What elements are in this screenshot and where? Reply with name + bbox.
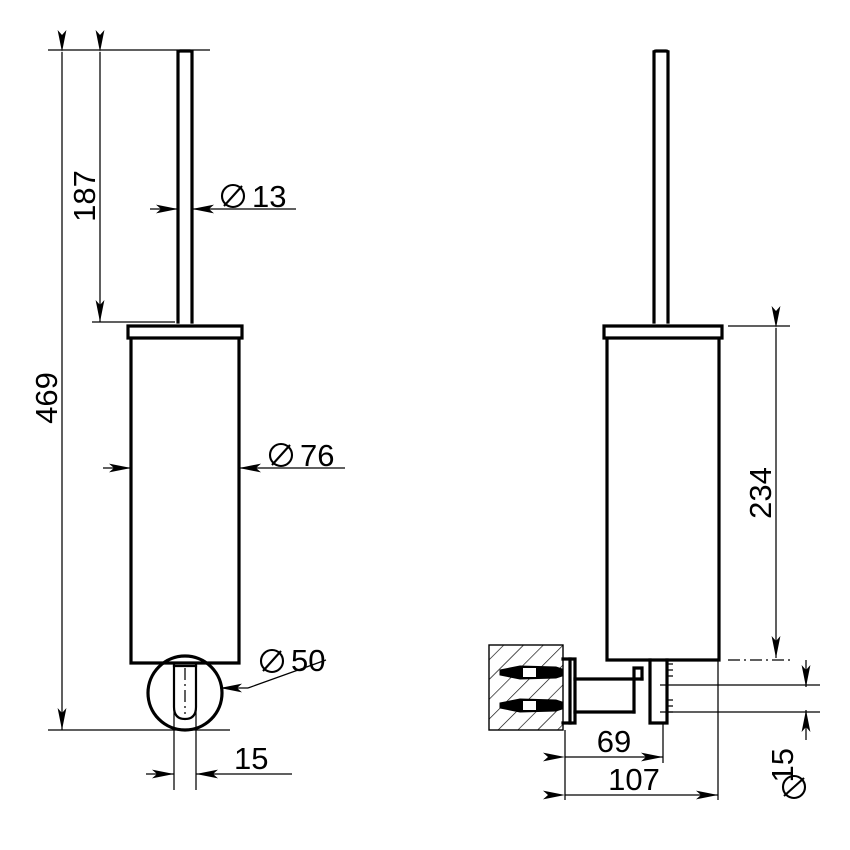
container-body <box>129 338 241 665</box>
side-container-body <box>605 338 721 662</box>
brush-handle-rod <box>176 49 194 324</box>
dimension-dia15-side-text: 15 <box>765 748 800 782</box>
dimension-469-text: 469 <box>29 372 64 424</box>
dimension-dia76-text: 76 <box>300 438 334 473</box>
diameter-symbol-15-side <box>781 774 807 800</box>
wall-section <box>488 644 564 731</box>
dimension-15-front: 15 <box>146 700 292 790</box>
arm-bracket <box>648 658 669 725</box>
dimension-69-text: 69 <box>597 724 631 759</box>
side-container-lid <box>602 324 724 340</box>
dimension-187: 187 <box>67 30 175 323</box>
dimension-234-text: 234 <box>743 467 778 519</box>
side-view-dimensions: 234 15 69 <box>543 306 820 800</box>
side-view-geometry <box>488 49 724 731</box>
diameter-symbol-50 <box>259 648 285 674</box>
dimension-dia15-side: 15 <box>765 660 811 800</box>
mounting-plate <box>561 657 577 725</box>
dia-sym-15: ⌀ <box>0 0 10 4</box>
dimension-dia13-text: 13 <box>252 179 286 214</box>
front-view-dimensions: 469 187 13 <box>29 30 345 790</box>
base-slot <box>172 661 198 721</box>
dimension-234: 234 <box>728 306 790 661</box>
diameter-symbol-76 <box>268 442 294 468</box>
dimension-69: 69 <box>543 724 663 762</box>
dimension-dia50: 50 <box>220 643 327 693</box>
dimension-107: 107 <box>543 762 718 800</box>
container-lid <box>126 324 244 340</box>
dimension-dia50-text: 50 <box>291 643 325 678</box>
wall-anchor-lower <box>499 698 563 713</box>
dimension-469: 469 <box>29 30 230 731</box>
side-handle-rod <box>652 49 670 324</box>
front-view-geometry <box>126 49 244 732</box>
dimension-107-text: 107 <box>608 762 660 797</box>
wall-anchor-upper <box>499 665 563 680</box>
diameter-symbol-13 <box>220 183 246 209</box>
dimension-15-front-text: 15 <box>234 741 268 776</box>
dimension-dia76: 76 <box>103 438 345 473</box>
dimension-187-text: 187 <box>67 170 102 222</box>
support-arm <box>573 666 644 714</box>
dimension-dia13: 13 <box>150 179 296 214</box>
